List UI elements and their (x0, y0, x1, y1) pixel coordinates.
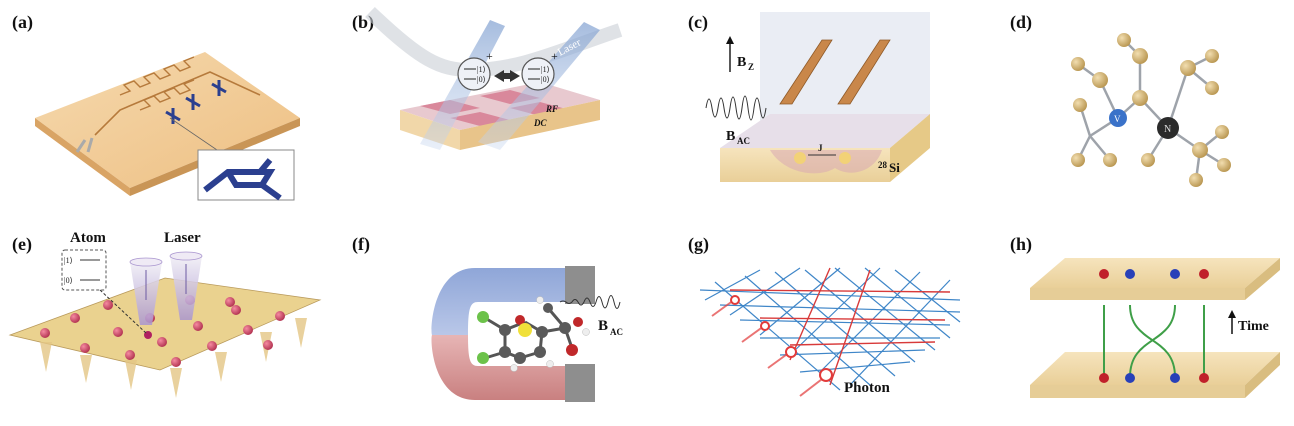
squid-inset (203, 158, 282, 201)
time-slice-top-side (1245, 258, 1280, 300)
zoom-leader (169, 117, 221, 153)
gate-fog (760, 12, 930, 122)
magnet-pole-bottom (565, 364, 595, 402)
photon-emitters (730, 295, 833, 382)
optical-lattice-sheet (8, 277, 322, 371)
bac-label: B (726, 129, 735, 144)
spin-dot-2 (839, 152, 851, 164)
time-slice-bottom-edge (1030, 385, 1245, 398)
si-isotope: 28 (878, 160, 888, 170)
panel-label-e: (e) (12, 234, 32, 255)
qubit-crosses (165, 80, 227, 124)
anyons-top (1099, 269, 1209, 279)
panel-label-f: (f) (352, 234, 370, 255)
panel-g: (g) Photon (688, 234, 961, 397)
atom-label: Atom (70, 230, 106, 246)
vacancy-label: V (1114, 114, 1121, 124)
si-slab-side (890, 114, 930, 182)
panel-label-d: (d) (1010, 12, 1032, 33)
chip-top (35, 52, 300, 188)
ion-1 (457, 57, 491, 91)
panel-c: (c) J B Z B AC 28 Si (688, 12, 930, 182)
meander-resonator-2 (139, 79, 195, 111)
gate-electrode-2 (837, 39, 891, 105)
ion-2-charge: + (551, 49, 558, 63)
oxygen-atom-1 (566, 344, 578, 356)
ion-2-ket1: |1⟩ (541, 65, 550, 74)
time-arrowhead (1228, 310, 1236, 318)
bac-label-f: B (598, 318, 608, 334)
launch-pad (75, 137, 94, 153)
fluorine-atom-1 (477, 311, 489, 323)
panel-d: (d) (1010, 12, 1231, 187)
bac-sub-f: AC (610, 327, 623, 337)
magnet-north-arm (431, 268, 575, 335)
magnet-pole-top (565, 266, 595, 304)
carbon-atoms (1071, 33, 1231, 187)
rf-label: RF (545, 104, 558, 114)
atom-leader (99, 289, 147, 334)
chip-side-front (35, 118, 130, 196)
laser-label-e: Laser (164, 230, 201, 246)
panel-h: (h) Time (1010, 234, 1280, 398)
si-label: Si (889, 160, 900, 175)
ion-1-ket0: |0⟩ (477, 75, 486, 84)
sulfur-atom (518, 323, 532, 337)
ac-wave-f (559, 295, 621, 309)
panel-b: (b) RF DC |1⟩ |0⟩ |1⟩ |0⟩ + + Laser (352, 6, 623, 150)
photonic-mesh-red (729, 267, 951, 386)
time-slice-bottom (1030, 352, 1280, 385)
lattice-wells (40, 318, 307, 398)
time-slice-top (1030, 258, 1280, 288)
photon-label: Photon (844, 380, 891, 396)
exchange-label: J (818, 143, 823, 153)
oxygen-atom-ring (515, 315, 525, 325)
anyons-bottom (1099, 373, 1209, 383)
bz-label: B (737, 55, 746, 70)
ion-1-charge: + (486, 49, 493, 63)
ion-1-ket1: |1⟩ (477, 65, 486, 74)
gate-electrode-1 (779, 39, 833, 105)
hydrogen-atoms (510, 296, 590, 372)
time-slice-top-edge (1030, 288, 1245, 300)
carbon-atoms-mol (499, 303, 571, 364)
fluorine-atom-2 (477, 352, 489, 364)
panel-f: (f) B AC (352, 234, 623, 402)
panel-label-a: (a) (12, 12, 33, 33)
bz-sub: Z (748, 62, 754, 72)
panel-label-c: (c) (688, 12, 708, 33)
ion-2 (521, 57, 555, 91)
input-fibers (711, 299, 827, 397)
meander-resonator (119, 56, 195, 96)
vacancy-site (1109, 109, 1127, 127)
coupling-arrow (494, 70, 520, 82)
atom-ket1: |1⟩ (64, 256, 73, 265)
nitrogen-label: N (1164, 124, 1171, 135)
tweezer-top-2 (169, 251, 203, 261)
panel-e: (e) |1⟩ |0⟩ Atom Laser (8, 230, 322, 398)
anyon-worldlines (1103, 304, 1205, 378)
tweezer-top-1 (129, 257, 163, 267)
panel-label-h: (h) (1010, 234, 1032, 255)
nitrogen-atom (1157, 117, 1179, 139)
ac-field-wave (705, 95, 767, 121)
bac-sub: AC (737, 136, 750, 146)
panel-label-g: (g) (688, 234, 709, 255)
dc-label: DC (533, 118, 547, 128)
panel-a: (a) (12, 12, 300, 201)
ion-level-lines (464, 68, 540, 80)
time-slice-bottom-side (1245, 352, 1280, 398)
si-slab-top (720, 114, 930, 148)
ion-2-ket0: |0⟩ (541, 75, 550, 84)
feedline (94, 71, 261, 136)
bz-arrowhead (726, 36, 734, 44)
time-label: Time (1238, 319, 1269, 334)
atom-ket0: |0⟩ (64, 276, 73, 285)
spin-dot-1 (794, 152, 806, 164)
oxygen-atom-2 (573, 317, 583, 327)
magnet-south-arm (431, 335, 575, 400)
